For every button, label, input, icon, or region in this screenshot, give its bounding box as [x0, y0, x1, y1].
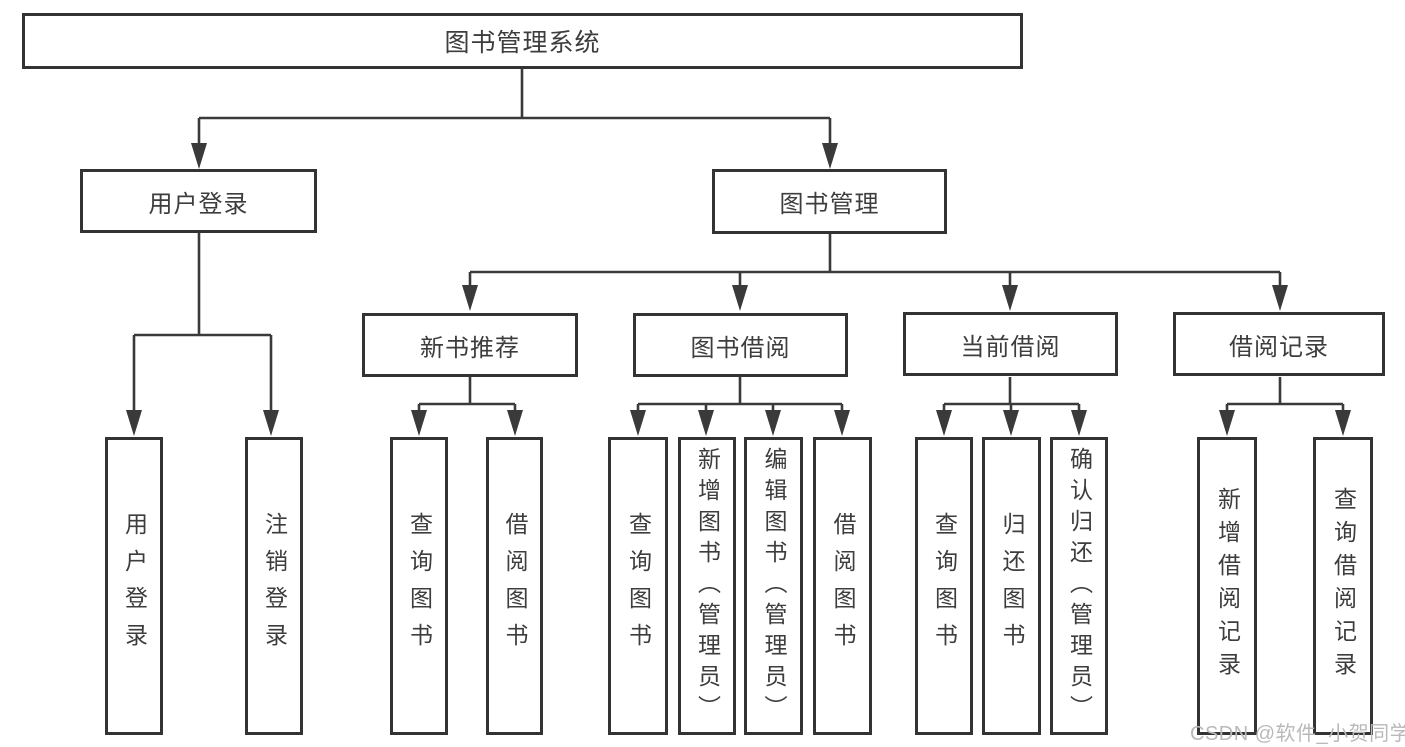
leaf-logout: 注销登录: [245, 437, 303, 735]
leaf-label: 编辑图书（管理员）: [761, 446, 787, 726]
node-label: 图书借阅: [690, 334, 791, 362]
leaf-query-books-borrow: 查询图书: [608, 437, 668, 735]
node-label: 新书推荐: [420, 334, 520, 362]
leaf-label: 归还图书: [999, 512, 1025, 660]
arrowhead: [1003, 410, 1019, 436]
leaf-label: 借阅图书: [502, 512, 528, 660]
leaf-label: 新增借阅记录: [1214, 487, 1241, 685]
arrowhead: [126, 410, 142, 436]
leaf-add-books-admin: 新增图书（管理员）: [678, 437, 736, 735]
arrowhead: [1219, 410, 1235, 436]
leaf-borrow-books-recommend: 借阅图书: [486, 437, 543, 735]
node-current-borrow: 当前借阅: [903, 312, 1118, 376]
leaf-label: 查询借阅记录: [1330, 487, 1357, 685]
leaf-label: 借阅图书: [830, 512, 856, 660]
node-label: 图书管理系统: [444, 29, 601, 57]
leaf-label: 查询图书: [625, 512, 652, 660]
arrowhead: [765, 410, 781, 436]
node-book-borrow: 图书借阅: [633, 313, 848, 377]
arrowhead: [936, 410, 952, 436]
leaf-label: 注销登录: [261, 512, 288, 660]
arrowhead: [191, 143, 207, 169]
arrowhead: [507, 410, 523, 436]
node-new-book-recommend: 新书推荐: [362, 313, 578, 377]
watermark: CSDN @软件_小贺同学: [1190, 723, 1405, 745]
leaf-borrow-books: 借阅图书: [813, 437, 872, 735]
arrowhead: [1272, 285, 1288, 311]
node-label: 当前借阅: [960, 333, 1061, 361]
node-borrow-records: 借阅记录: [1173, 312, 1385, 376]
leaf-return-books: 归还图书: [982, 437, 1041, 735]
arrowhead: [698, 410, 714, 436]
node-label: 用户登录: [148, 190, 249, 218]
arrowhead: [462, 285, 478, 311]
arrowhead: [1002, 285, 1018, 311]
arrowhead: [822, 143, 838, 169]
leaf-add-borrow-record: 新增借阅记录: [1197, 437, 1257, 735]
arrowhead: [411, 410, 427, 436]
arrowhead: [630, 410, 646, 436]
leaf-edit-books-admin: 编辑图书（管理员）: [744, 437, 803, 735]
leaf-query-books-current: 查询图书: [915, 437, 973, 735]
leaf-label: 查询图书: [406, 512, 433, 660]
arrowhead: [732, 285, 748, 311]
node-user-login: 用户登录: [80, 169, 317, 233]
leaf-label: 确认归还（管理员）: [1066, 446, 1093, 726]
arrowhead: [834, 410, 850, 436]
leaf-query-borrow-record: 查询借阅记录: [1313, 437, 1373, 735]
leaf-user-login: 用户登录: [105, 437, 163, 735]
arrowhead: [1335, 410, 1351, 436]
arrowhead: [1071, 410, 1087, 436]
node-library-management-system: 图书管理系统: [22, 13, 1023, 69]
leaf-label: 用户登录: [121, 512, 148, 660]
leaf-label: 查询图书: [931, 512, 958, 660]
arrowhead: [263, 410, 279, 436]
leaf-query-books-recommend: 查询图书: [390, 437, 448, 735]
node-label: 借阅记录: [1229, 333, 1329, 361]
leaf-confirm-return-admin: 确认归还（管理员）: [1050, 437, 1108, 735]
node-label: 图书管理: [779, 191, 880, 218]
node-book-management: 图书管理: [712, 169, 947, 234]
leaf-label: 新增图书（管理员）: [694, 446, 721, 726]
